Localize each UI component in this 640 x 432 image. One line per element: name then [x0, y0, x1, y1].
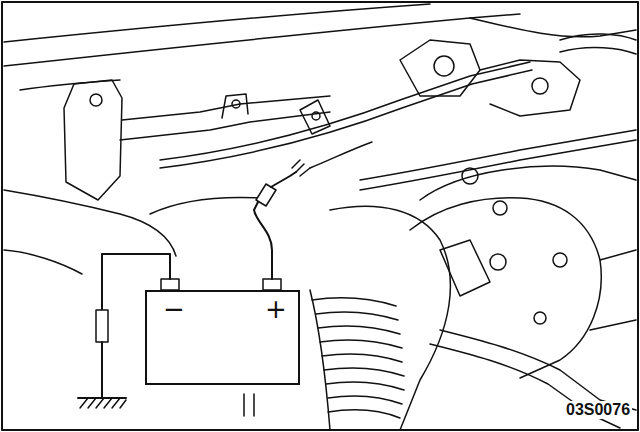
positive-lead — [271, 172, 296, 187]
harness — [360, 130, 636, 180]
bolt — [462, 168, 478, 184]
engine — [590, 320, 636, 330]
bracket — [64, 80, 122, 200]
bolt — [312, 112, 320, 120]
bolt — [90, 94, 102, 106]
clamp — [300, 100, 330, 134]
bolt — [532, 78, 548, 94]
mark — [244, 394, 254, 416]
fender — [4, 190, 176, 256]
duct-rib — [326, 382, 404, 390]
duct-rib — [328, 396, 402, 404]
bracket-bar — [120, 112, 330, 140]
positive-terminal — [263, 279, 281, 290]
bolt — [534, 312, 546, 324]
engine — [420, 166, 636, 200]
hose — [560, 34, 636, 40]
bolt — [434, 56, 454, 76]
duct-rib — [318, 326, 400, 334]
bolt — [553, 253, 567, 267]
duct-rib — [312, 298, 396, 306]
battery-box: −+ — [145, 290, 300, 385]
fender — [150, 198, 260, 214]
positive-lead — [254, 198, 272, 279]
duct-rib — [328, 410, 400, 418]
lead-clip — [96, 310, 108, 342]
duct-rib — [322, 354, 402, 362]
ground-hatch — [80, 398, 126, 408]
hose — [440, 330, 636, 410]
bolt — [490, 254, 506, 270]
duct-rib — [316, 312, 398, 320]
terminal-sign: + — [265, 296, 287, 322]
clip — [292, 160, 310, 176]
ground-lead — [101, 342, 103, 398]
cowl-line — [20, 80, 120, 90]
figure-number: 03S0076 — [564, 401, 632, 419]
engine — [410, 198, 601, 378]
lead-connector — [256, 184, 276, 206]
bolt — [493, 201, 507, 215]
cowl-line — [4, 14, 520, 66]
terminal-sign: − — [163, 296, 185, 322]
harness — [360, 140, 636, 190]
duct-rib — [320, 340, 402, 348]
bolt — [232, 100, 240, 108]
component — [440, 240, 490, 296]
hose — [560, 48, 636, 54]
intake-duct — [310, 290, 330, 430]
pipe — [160, 70, 532, 168]
cowl-line — [4, 4, 430, 42]
harness — [310, 142, 372, 168]
duct-rib — [324, 368, 404, 376]
fender — [4, 250, 82, 274]
tab — [222, 94, 248, 118]
component — [480, 60, 580, 116]
engine — [600, 250, 636, 260]
component — [400, 40, 480, 96]
negative-terminal — [161, 279, 179, 290]
